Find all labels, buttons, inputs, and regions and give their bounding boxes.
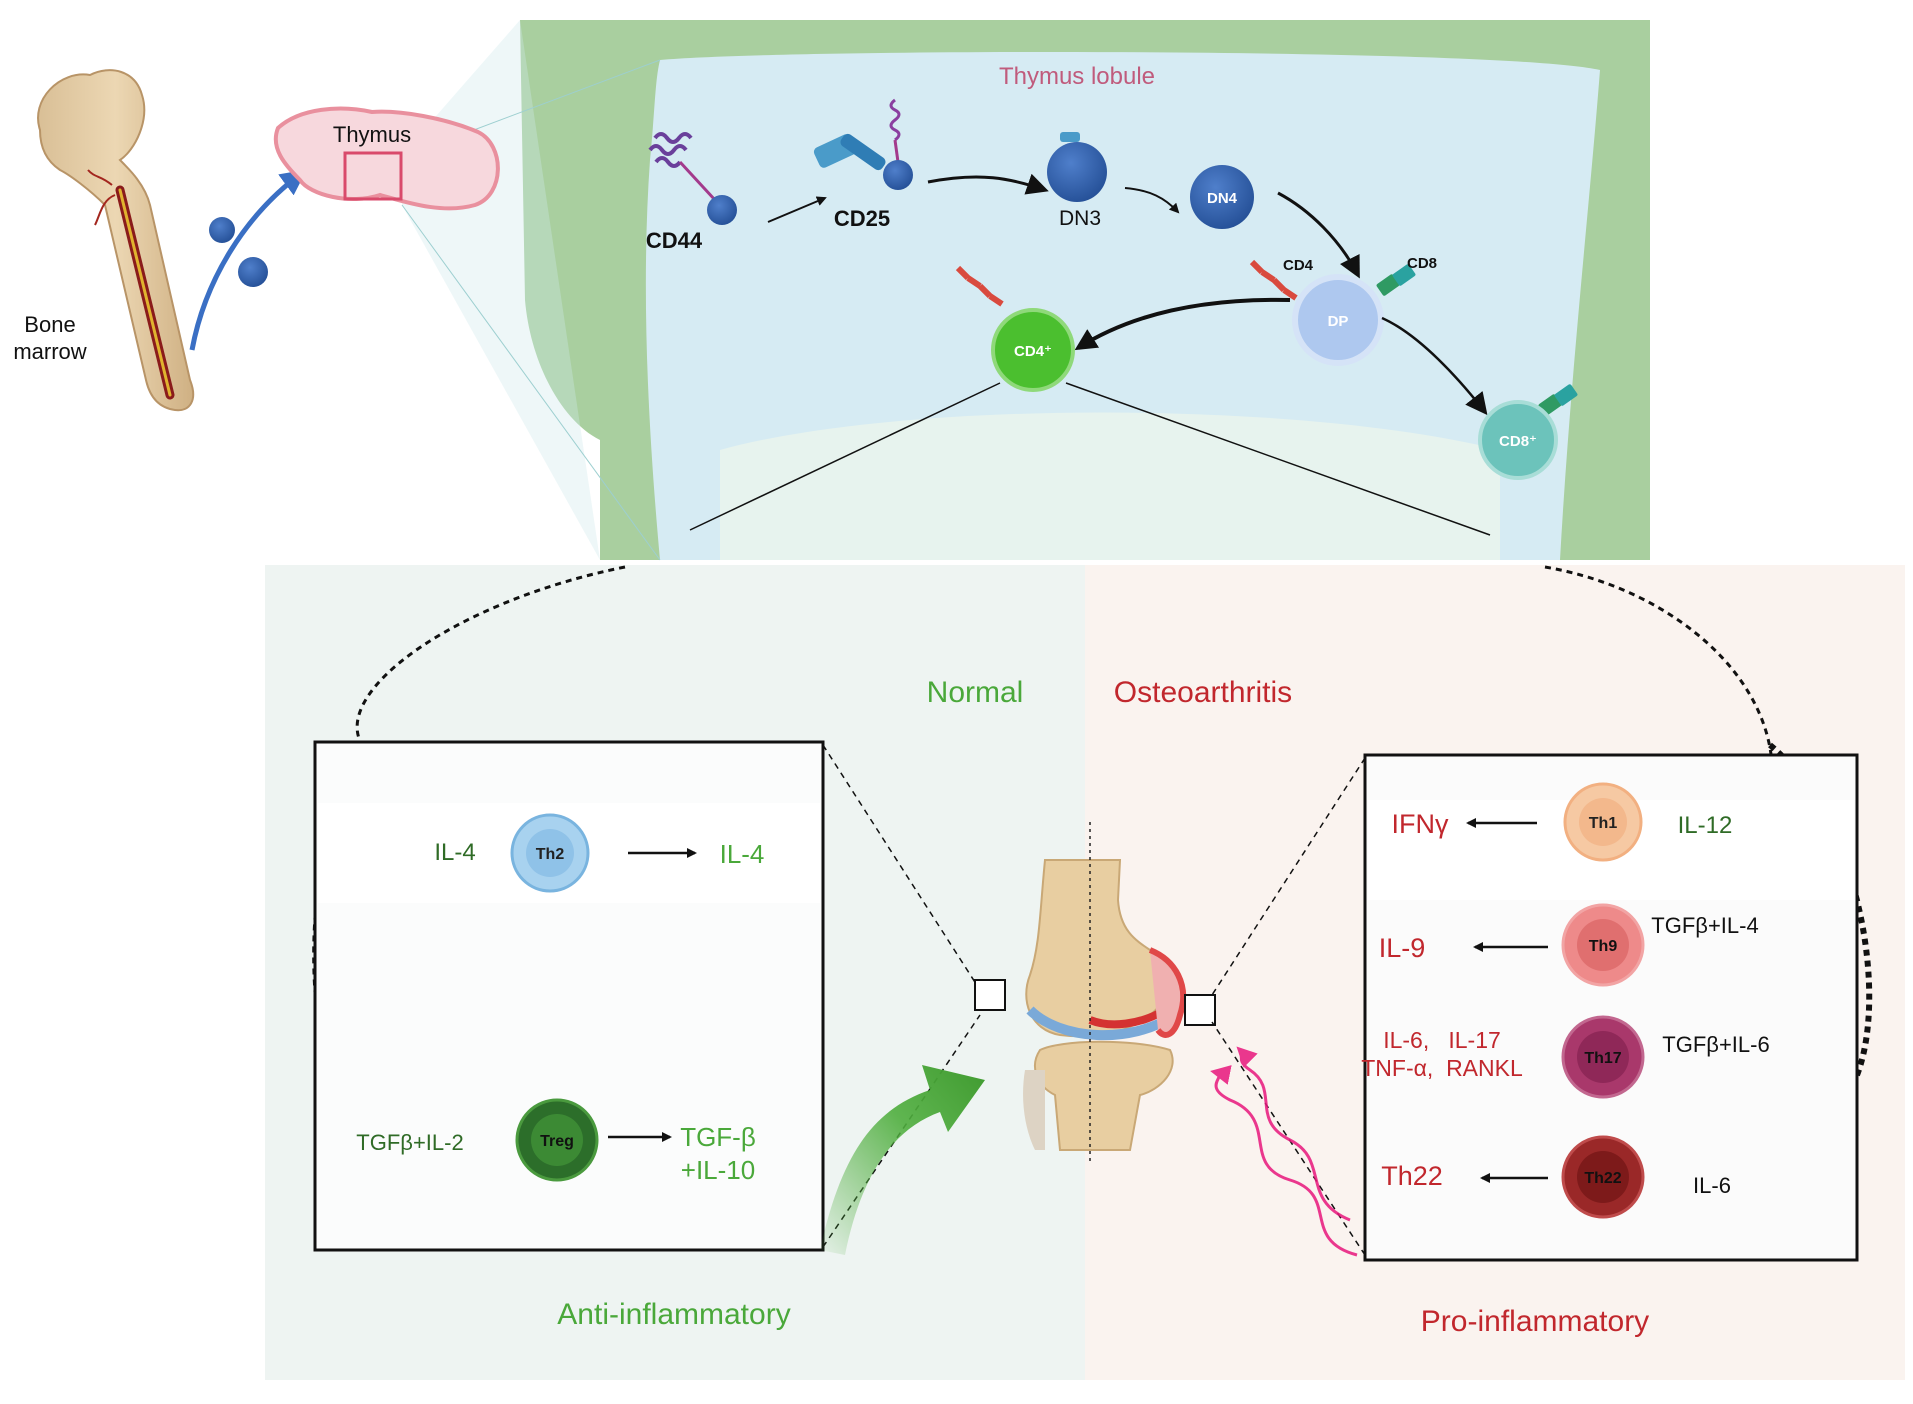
cd25-cell: CD25 bbox=[813, 98, 913, 231]
treg-output-line2: +IL-10 bbox=[681, 1155, 755, 1185]
anti-inflammatory-arrow bbox=[820, 1065, 985, 1255]
th22-input: IL-6 bbox=[1693, 1173, 1731, 1198]
progenitor-cell bbox=[209, 217, 235, 243]
th1-row: IFNγ Th1 IL-12 bbox=[1392, 782, 1733, 862]
th17-output-line2: TNF-α, RANKL bbox=[1361, 1055, 1523, 1081]
normal-heading: Normal bbox=[927, 676, 1024, 709]
fibula bbox=[1023, 1070, 1045, 1150]
thymus-label: Thymus bbox=[333, 122, 411, 147]
zoom-line-cd4-right bbox=[1065, 382, 1491, 536]
arrow-dp-to-cd8 bbox=[1381, 316, 1488, 416]
cd44-cell: CD44 bbox=[646, 132, 737, 253]
lobule-title: Thymus lobule bbox=[999, 63, 1155, 90]
dn3-label: DN3 bbox=[1059, 207, 1101, 230]
th17-output-line1: IL-6, IL-17 bbox=[1383, 1027, 1501, 1053]
th22-cell-label: Th22 bbox=[1584, 1170, 1621, 1187]
dashed-path-to-th1 bbox=[1544, 565, 1785, 804]
treg-row: TGFβ+IL-2 Treg TGF-β +IL-10 bbox=[356, 1098, 756, 1185]
migration-arrow bbox=[189, 169, 307, 351]
th17-row: IL-6, IL-17 TNF-α, RANKL Th17 TGFβ+IL-6 bbox=[1361, 1015, 1770, 1099]
dp-label: DP bbox=[1328, 313, 1349, 330]
arrow-dn3-to-dn4 bbox=[1124, 187, 1180, 214]
thymus-organ: Thymus bbox=[273, 106, 500, 211]
dn3-cell: DN3 bbox=[1047, 132, 1107, 230]
cd8-plus-cell: CD8⁺ bbox=[1478, 384, 1578, 480]
th22-output: Th22 bbox=[1381, 1161, 1443, 1191]
treg-input: TGFβ+IL-2 bbox=[356, 1130, 463, 1155]
osteoarthritis-heading: Osteoarthritis bbox=[1114, 676, 1292, 709]
th9-input: TGFβ+IL-4 bbox=[1651, 913, 1758, 938]
cd4-marker-icon bbox=[1249, 259, 1298, 301]
dp-cd8-marker-label: CD8 bbox=[1407, 255, 1437, 272]
th9-cell-label: Th9 bbox=[1589, 938, 1618, 955]
dp-cell: DP CD4 CD8 bbox=[1249, 255, 1437, 366]
th17-input: TGFβ+IL-6 bbox=[1662, 1032, 1769, 1057]
thymus-zoom-box bbox=[343, 151, 403, 201]
knee-joint-illustration bbox=[974, 822, 1216, 1165]
th9-output: IL-9 bbox=[1379, 933, 1426, 963]
th2-row: IL-4 Th2 IL-4 bbox=[434, 813, 765, 893]
zoom-line-cd4-left bbox=[689, 382, 1001, 531]
progenitor-cell bbox=[238, 257, 268, 287]
arrow-dn4-to-dp bbox=[1277, 191, 1360, 279]
th1-cell-label: Th1 bbox=[1589, 815, 1618, 832]
zoom-line-bottom bbox=[401, 204, 661, 561]
cd44-label: CD44 bbox=[646, 228, 703, 253]
cd8-plus-label: CD8⁺ bbox=[1499, 433, 1537, 450]
cd4-plus-label: CD4⁺ bbox=[1014, 343, 1052, 360]
zoom-dashed-normal-top bbox=[822, 744, 981, 991]
cd44-receptor-icon bbox=[648, 132, 693, 168]
bone-marrow-label-line2: marrow bbox=[13, 339, 86, 364]
th1-output: IFNγ bbox=[1392, 809, 1449, 839]
lobule-medulla bbox=[720, 412, 1500, 560]
thymus-lobule-panel: Thymus lobule CD44 CD25 DN3 bbox=[401, 20, 1650, 561]
zoom-dashed-oa-top bbox=[1211, 757, 1366, 996]
normal-zoom-box bbox=[974, 979, 1006, 1011]
pro-inflammatory-arrow bbox=[1236, 1046, 1351, 1222]
bone-marrow-label-line1: Bone bbox=[24, 312, 75, 337]
arrow-dp-to-cd4 bbox=[1074, 297, 1291, 351]
cd25-label: CD25 bbox=[834, 206, 890, 231]
th22-row: Th22 Th22 IL-6 bbox=[1381, 1135, 1731, 1219]
arrow-cd44-to-cd25 bbox=[767, 196, 827, 223]
dp-cd4-marker-label: CD4 bbox=[1283, 257, 1314, 274]
th1-input: IL-12 bbox=[1678, 812, 1733, 839]
th2-input: IL-4 bbox=[434, 839, 475, 866]
oa-zoom-box bbox=[1184, 994, 1216, 1026]
normal-footer: Anti-inflammatory bbox=[557, 1298, 790, 1331]
osteoarthritis-footer: Pro-inflammatory bbox=[1421, 1305, 1649, 1338]
cd4-plus-cell: CD4⁺ bbox=[955, 265, 1075, 392]
dn4-cell: DN4 bbox=[1190, 165, 1254, 229]
differentiation-panel: Normal Osteoarthritis IL-4 Th2 IL-4 TGFβ… bbox=[265, 565, 1905, 1380]
th2-output: IL-4 bbox=[720, 839, 765, 869]
arrow-cd25-to-dn3 bbox=[927, 173, 1049, 195]
dashed-path-to-th2 bbox=[355, 565, 626, 818]
bone-marrow-illustration: Bone marrow bbox=[13, 69, 195, 412]
inflamed-capsule bbox=[1148, 947, 1187, 1038]
dn4-label: DN4 bbox=[1207, 190, 1238, 207]
th9-row: IL-9 Th9 TGFβ+IL-4 bbox=[1379, 903, 1759, 987]
th17-cell-label: Th17 bbox=[1584, 1050, 1621, 1067]
cd8-marker-icon bbox=[1376, 274, 1400, 296]
treg-output-line1: TGF-β bbox=[680, 1122, 756, 1152]
th2-cell-label: Th2 bbox=[536, 846, 565, 863]
pro-inflammatory-arrow bbox=[1210, 1065, 1358, 1257]
treg-cell-label: Treg bbox=[540, 1133, 574, 1150]
